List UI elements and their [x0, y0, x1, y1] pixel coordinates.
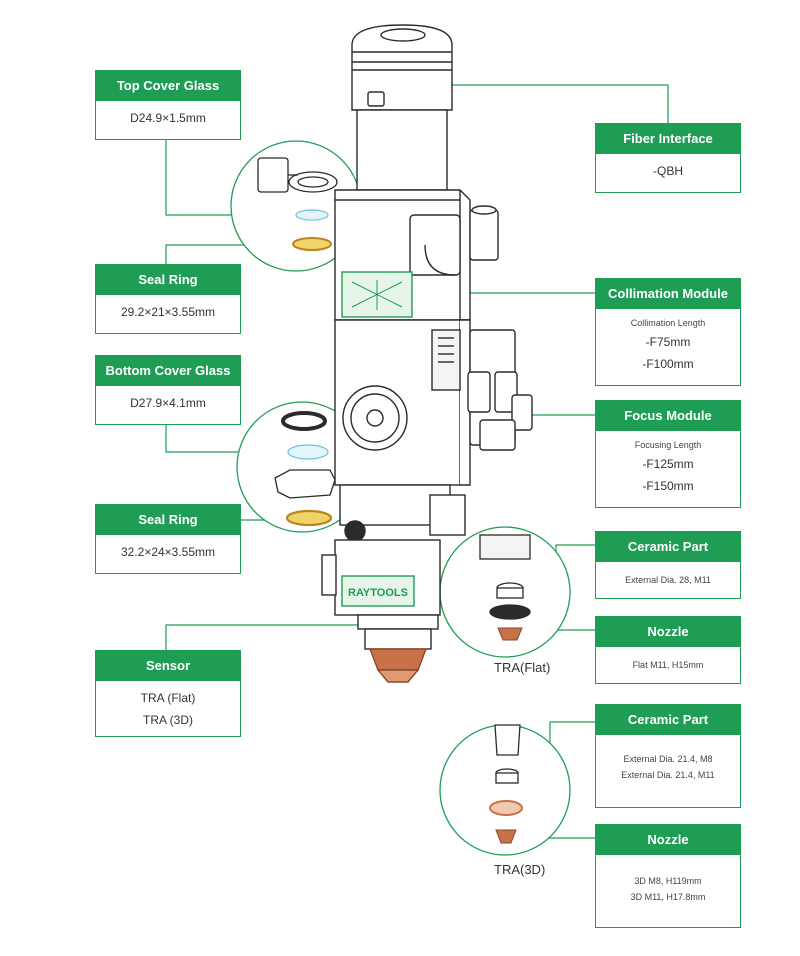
seal-ring-lower-title: Seal Ring: [96, 505, 240, 535]
sensor-box: Sensor TRA (Flat) TRA (3D): [95, 650, 241, 737]
3d-hex-nut-shape: [489, 800, 523, 816]
3d-nozzle-parts: [494, 724, 521, 784]
ceramic-part-3d-spec-m8: External Dia. 21.4, M8: [623, 754, 713, 764]
sensor-option-3d: TRA (3D): [142, 713, 193, 727]
collimation-value-f75: -F75mm: [645, 335, 691, 349]
lower-seal-ring-shape: [285, 509, 333, 527]
bottom-cover-glass-title: Bottom Cover Glass: [96, 356, 240, 386]
top-cover-glass-title: Top Cover Glass: [96, 71, 240, 101]
collimation-value-f100: -F100mm: [642, 357, 694, 371]
laser-head-body: [321, 24, 533, 683]
seal-ring-upper-box: Seal Ring 29.2×21×3.55mm: [95, 264, 241, 334]
ceramic-part-3d-spec-m11: External Dia. 21.4, M11: [621, 770, 715, 780]
top-cover-glass-box: Top Cover Glass D24.9×1.5mm: [95, 70, 241, 140]
tra-flat-caption: TRA(Flat): [494, 660, 551, 675]
seal-ring-upper-spec: 29.2×21×3.55mm: [120, 305, 216, 319]
flat-nozzle-shape: [497, 627, 523, 641]
sensor-option-flat: TRA (Flat): [140, 691, 196, 705]
tra-3d-caption: TRA(3D): [494, 862, 546, 877]
leader-lines: [165, 84, 669, 839]
nozzle-3d-spec-m11: 3D M11, H17.8mm: [630, 892, 706, 902]
seal-ring-lower-spec: 32.2×24×3.55mm: [120, 545, 216, 559]
ceramic-part-3d-box: Ceramic Part External Dia. 21.4, M8 Exte…: [595, 704, 741, 808]
seal-ring-lower-box: Seal Ring 32.2×24×3.55mm: [95, 504, 241, 574]
nozzle-flat-box: Nozzle Flat M11, H15mm: [595, 616, 741, 684]
collimation-module-title: Collimation Module: [596, 279, 740, 309]
bottom-cover-glass-box: Bottom Cover Glass D27.9×4.1mm: [95, 355, 241, 425]
ceramic-part-flat-box: Ceramic Part External Dia. 28, M11: [595, 531, 741, 599]
focus-module-box: Focus Module Focusing Length -F125mm -F1…: [595, 400, 741, 508]
nozzle-flat-title: Nozzle: [596, 617, 740, 647]
fiber-interface-spec: -QBH: [653, 164, 683, 178]
upper-seal-ring-shape: [292, 237, 332, 251]
focus-module-title: Focus Module: [596, 401, 740, 431]
collimation-module-box: Collimation Module Collimation Length -F…: [595, 278, 741, 386]
collimation-length-label: Collimation Length: [630, 318, 706, 328]
sensor-title: Sensor: [96, 651, 240, 681]
focusing-length-label: Focusing Length: [634, 440, 702, 450]
black-ring-shape: [281, 411, 327, 431]
top-glass-parts: [257, 157, 338, 193]
ceramic-part-flat-title: Ceramic Part: [596, 532, 740, 562]
bottom-cover-glass-spec: D27.9×4.1mm: [130, 396, 206, 410]
3d-nozzle-shape: [495, 829, 517, 844]
seal-ring-upper-title: Seal Ring: [96, 265, 240, 295]
top-cover-glass-disc: [295, 209, 329, 221]
glass-holder-shape: [274, 469, 336, 499]
bottom-cover-glass-disc: [287, 444, 329, 460]
focus-value-f125: -F125mm: [642, 457, 694, 471]
fiber-interface-box: Fiber Interface -QBH: [595, 123, 741, 193]
nozzle-3d-box: Nozzle 3D M8, H119mm 3D M11, H17.8mm: [595, 824, 741, 928]
nozzle-3d-title: Nozzle: [596, 825, 740, 855]
nozzle-3d-spec-m8: 3D M8, H119mm: [634, 876, 702, 886]
nozzle-flat-spec: Flat M11, H15mm: [632, 660, 704, 670]
ceramic-part-3d-title: Ceramic Part: [596, 705, 740, 735]
ceramic-part-flat-spec: External Dia. 28, M11: [625, 575, 711, 585]
flat-nozzle-parts: [479, 534, 531, 620]
top-cover-glass-spec: D24.9×1.5mm: [130, 111, 206, 125]
brand-logo-text: RAYTOOLS: [348, 587, 408, 599]
fiber-interface-title: Fiber Interface: [596, 124, 740, 154]
focus-value-f150: -F150mm: [642, 479, 694, 493]
